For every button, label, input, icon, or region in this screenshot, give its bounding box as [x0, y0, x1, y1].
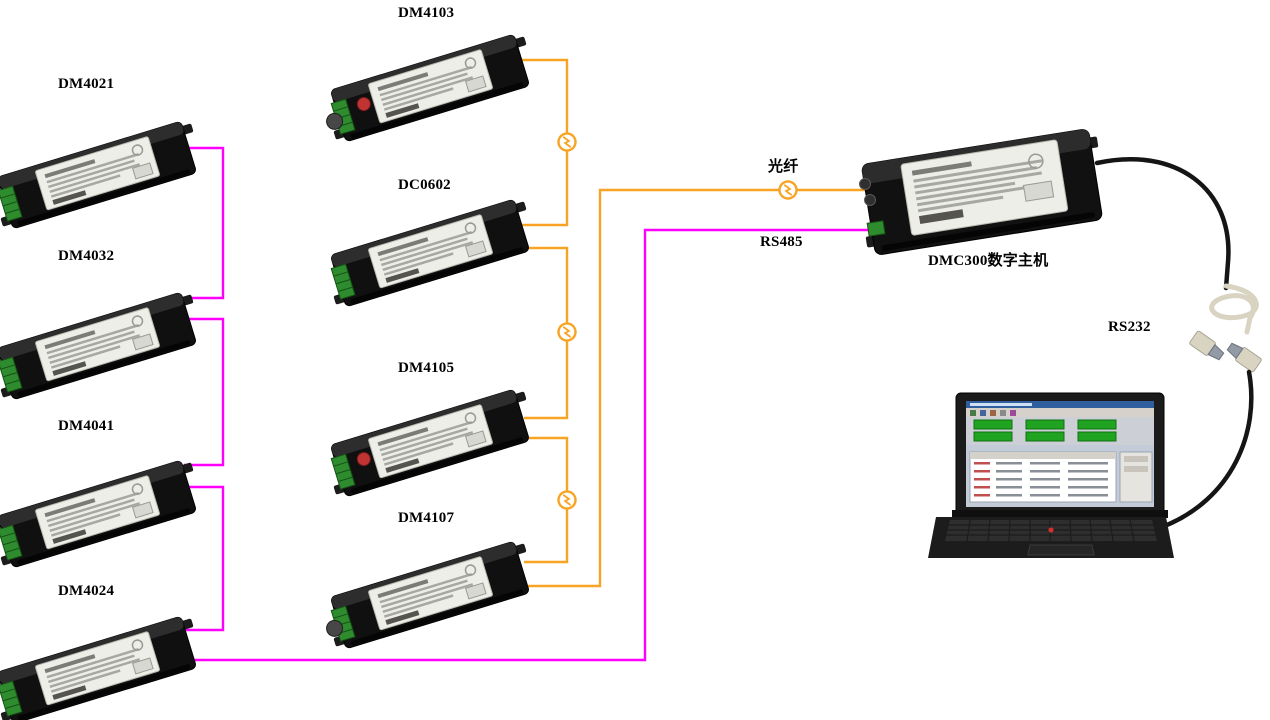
device-dmc300 [861, 129, 1103, 255]
serial-to-laptop-cable [1159, 369, 1254, 530]
label-dm4024: DM4024 [58, 583, 115, 599]
label-dm4032: DM4032 [58, 248, 115, 264]
label-dm4107: DM4107 [398, 510, 455, 526]
fiber-coupler-icon [555, 488, 579, 512]
label-dm4041: DM4041 [58, 418, 115, 434]
rs485-link-dm4041-dm4024 [184, 485, 225, 632]
host-fiber-port [859, 178, 871, 190]
fiber-coupler-icon [555, 320, 579, 344]
label-dm4021: DM4021 [58, 76, 115, 92]
rs485-link-dm4021-dm4032 [183, 146, 225, 300]
rs485-link-dm4024-host [190, 228, 874, 662]
label-dm4105: DM4105 [398, 360, 455, 376]
device-dm4107 [320, 537, 540, 653]
db9-connector [1226, 342, 1262, 373]
fiber-coupler-icon [555, 130, 579, 154]
rs232-cable [1159, 283, 1262, 530]
label-dm4103: DM4103 [398, 5, 455, 21]
label-dmc300: DMC300数字主机 [928, 253, 1049, 269]
host-to-serial-cable [1094, 157, 1231, 291]
host-fiber-port [864, 194, 876, 206]
fiber-link-dm4107-host [528, 188, 868, 588]
laptop-screen-table [969, 451, 1153, 503]
device-dm4024 [0, 612, 207, 720]
trackpoint [1048, 527, 1054, 533]
laptop [928, 392, 1174, 558]
device-dm4021 [0, 117, 207, 233]
device-dc0602 [320, 195, 540, 311]
fiber-coupler-icon [776, 178, 800, 202]
label-rs485: RS485 [760, 234, 803, 250]
device-dm4105 [320, 385, 540, 501]
host-rs485-terminal [866, 220, 886, 237]
device-dm4041 [0, 456, 207, 572]
db9-connector [1189, 330, 1225, 361]
rs485-link-dm4032-dm4041 [184, 317, 225, 467]
label-dc0602: DC0602 [398, 177, 451, 193]
device-dm4032 [0, 288, 207, 404]
touchpad [1027, 544, 1095, 556]
label-fiber: 光纤 [768, 159, 799, 175]
device-dm4103 [320, 30, 540, 146]
link-lines [183, 58, 874, 662]
label-rs232: RS232 [1108, 319, 1151, 335]
